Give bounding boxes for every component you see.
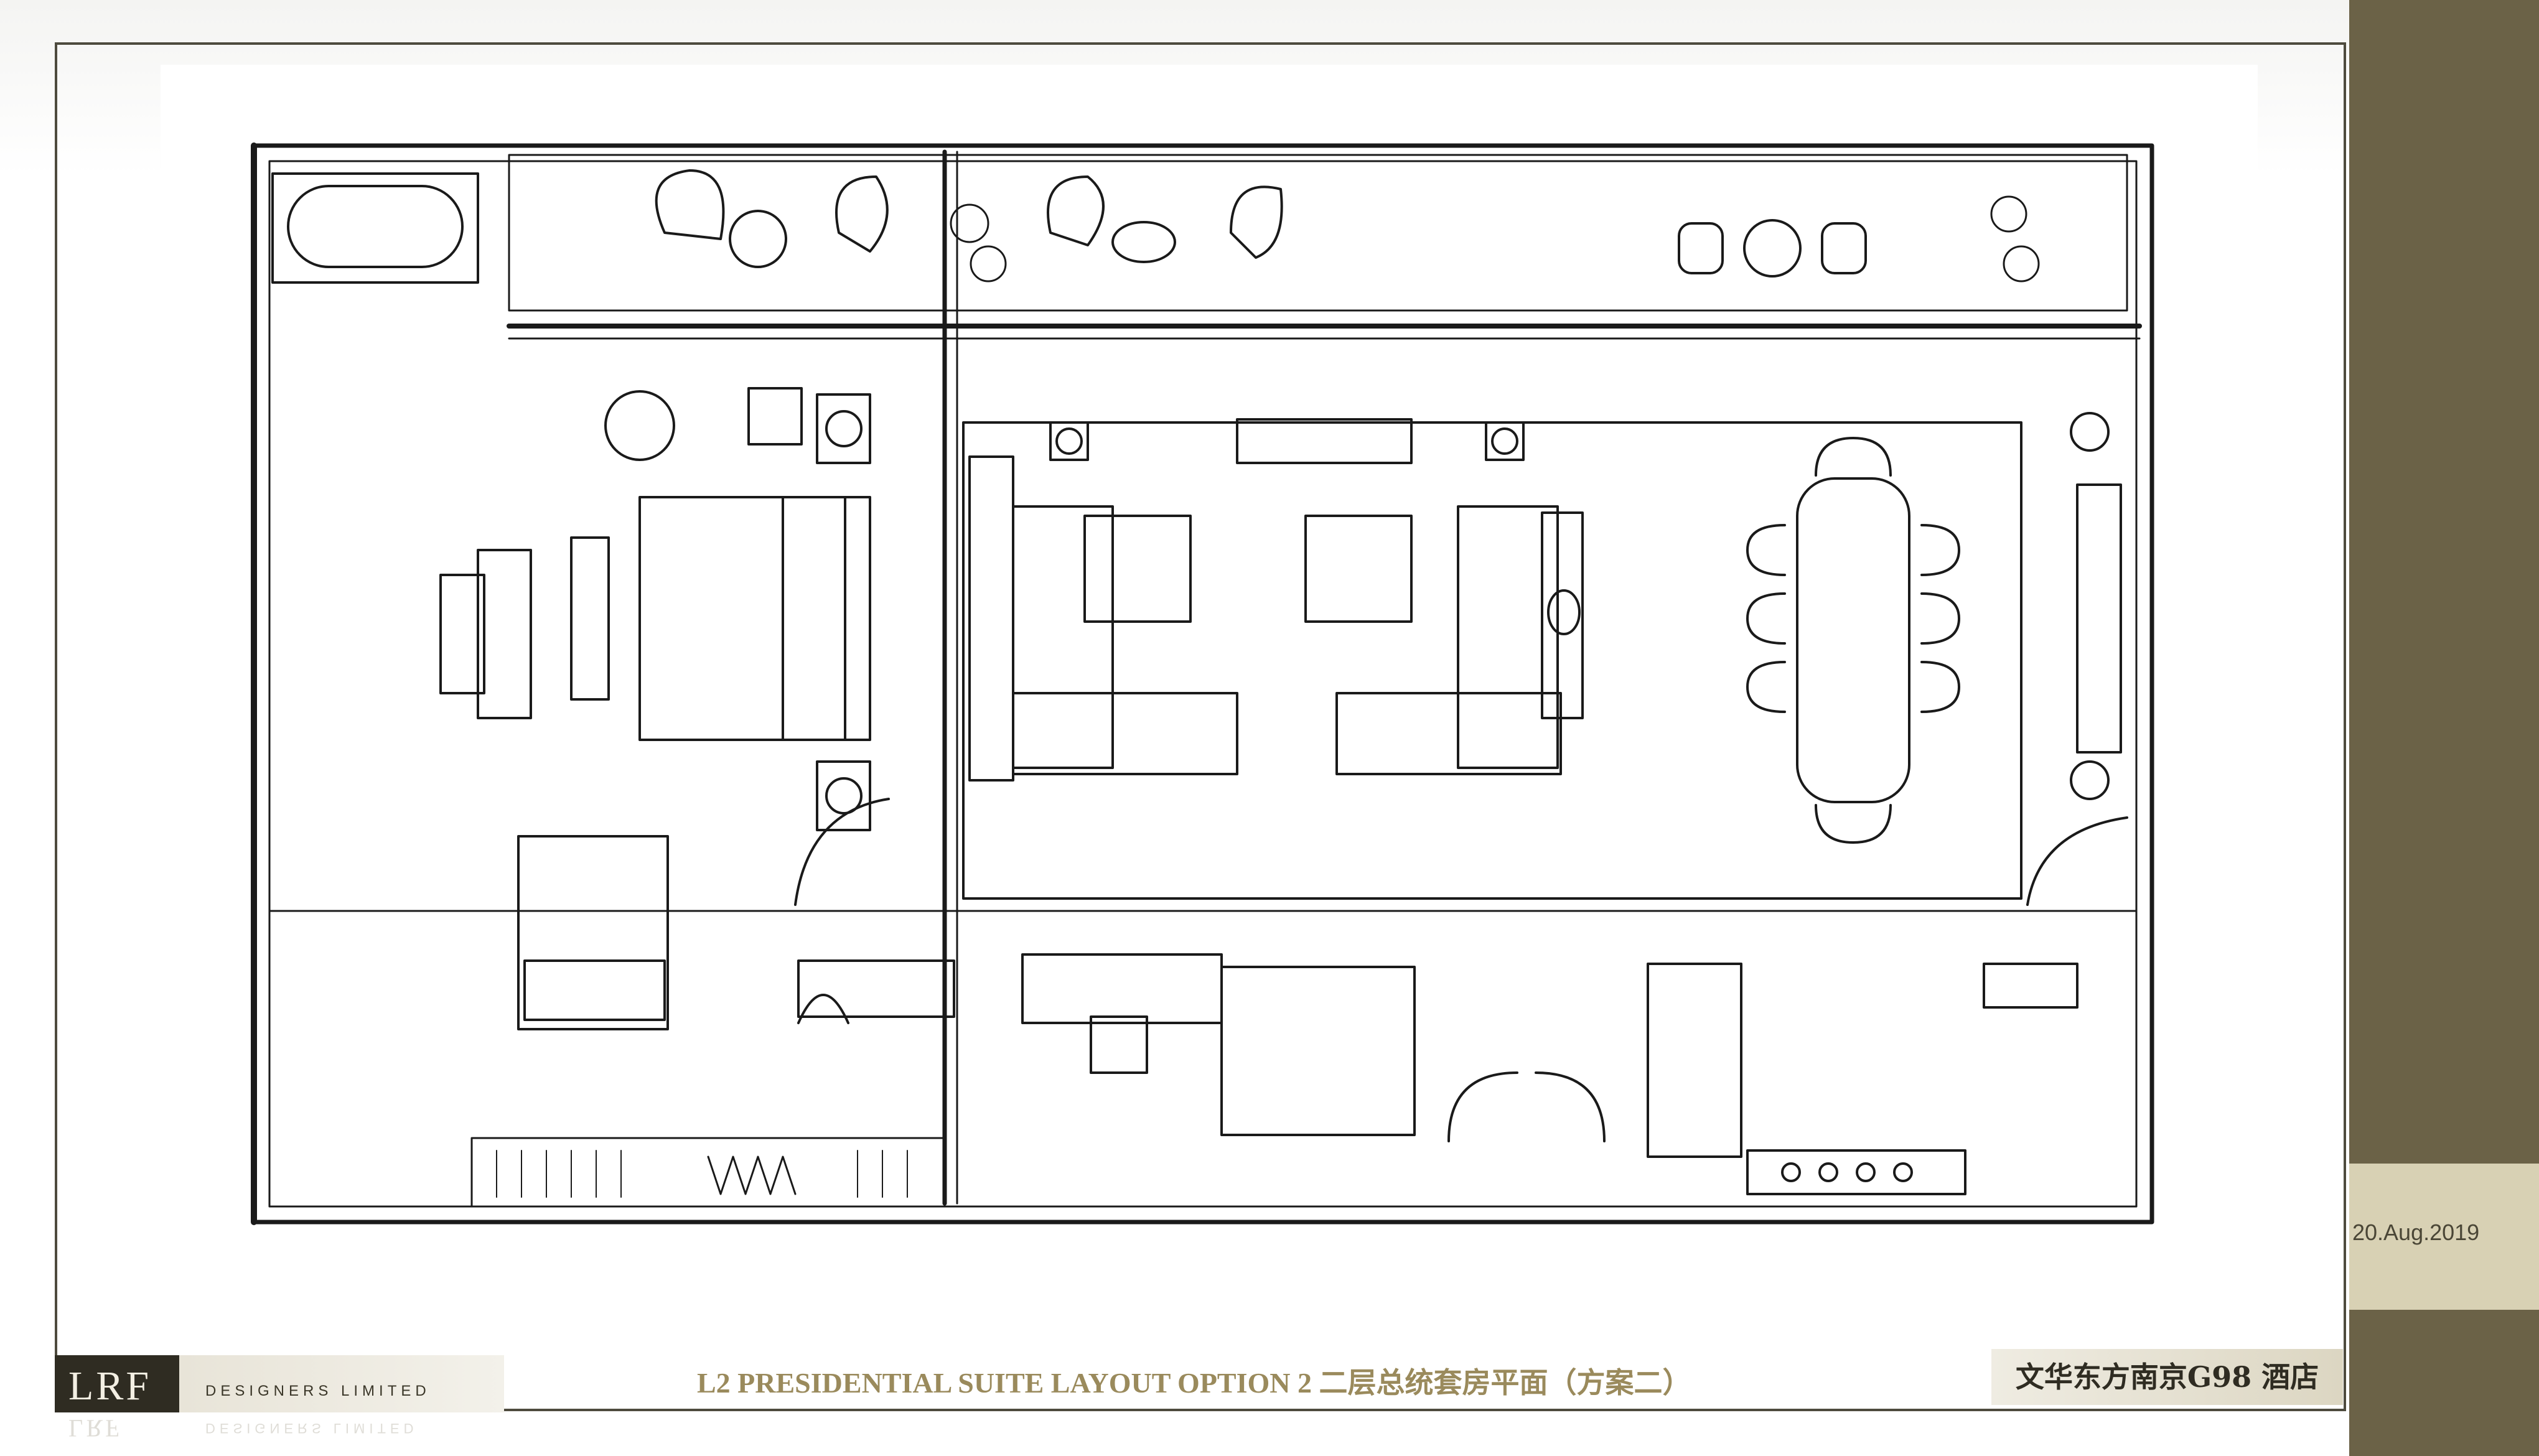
bathtub [271, 172, 479, 284]
dining-area [1746, 412, 2122, 844]
date-band [2349, 1164, 2539, 1310]
bottom-railing [470, 1137, 946, 1208]
hotel-name: 文华东方南京G98 酒店 [1991, 1349, 2343, 1405]
top-balcony [507, 149, 2142, 1206]
floor-plan-sketch [161, 65, 2258, 1319]
outer-walls [251, 142, 2154, 1225]
bottom-rooms [268, 798, 2138, 1195]
bedroom [439, 387, 871, 831]
brand-logo-reflection: LRF [68, 1414, 122, 1442]
slide-frame [55, 42, 2346, 1411]
living-room [962, 418, 2022, 900]
plan-caption: L2 PRESIDENTIAL SUITE LAYOUT OPTION 2 二层… [697, 1367, 1691, 1399]
balcony-furniture [655, 169, 2040, 282]
brand-logo: LRF [68, 1363, 152, 1409]
brand-subtitle: DESIGNERS LIMITED [205, 1383, 431, 1399]
brand-subtitle-reflection: DESIGNERS LIMITED [205, 1421, 418, 1436]
slide-date: 20.Aug.2019 [2352, 1220, 2480, 1245]
brand-logo-block [55, 1355, 504, 1412]
